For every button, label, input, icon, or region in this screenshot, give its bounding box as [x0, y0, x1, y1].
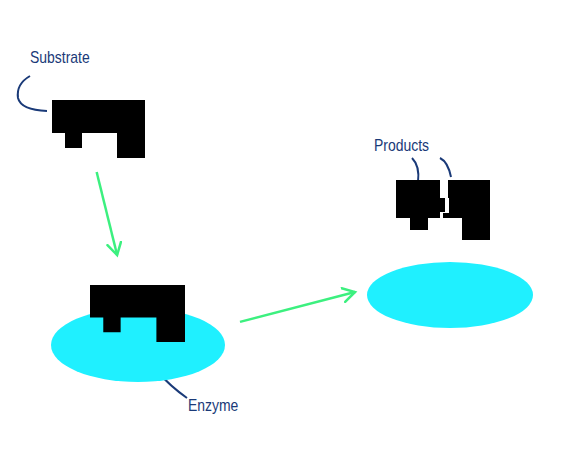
product-block [396, 180, 445, 230]
node-shape [52, 100, 145, 158]
substrate-block [52, 100, 145, 158]
diagram-node: Products [367, 178, 533, 328]
node-label: Products [374, 136, 429, 156]
substrate-leader [18, 76, 47, 111]
diagram-node: Enzyme [51, 285, 225, 382]
enzyme-ellipse [51, 308, 225, 382]
product-leader [412, 158, 418, 182]
reaction-arrow [240, 292, 355, 322]
node-shape [51, 285, 225, 382]
node-label: Enzyme [188, 396, 238, 416]
enzyme-ellipse [367, 262, 533, 328]
reaction-arrow [97, 172, 117, 255]
diagram-node: Substrate [52, 100, 145, 158]
product-leader [440, 158, 451, 177]
product-block [443, 180, 490, 240]
bound-substrate-block [90, 285, 185, 342]
node-shape [367, 178, 533, 328]
node-label: Substrate [30, 48, 90, 68]
